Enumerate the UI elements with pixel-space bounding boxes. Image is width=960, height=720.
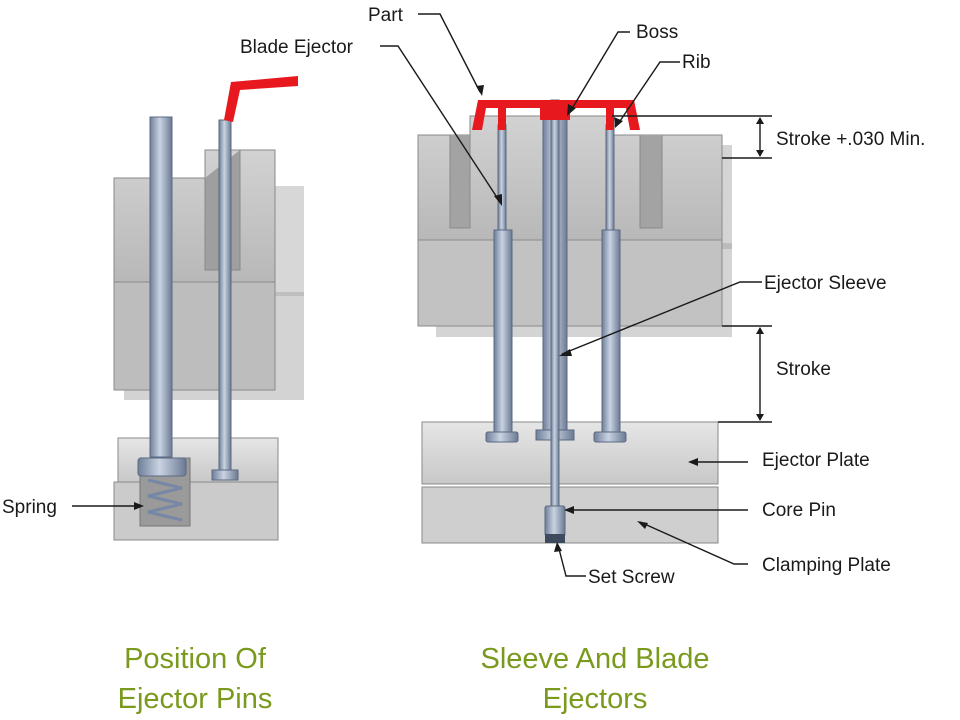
label-blade-ejector: Blade Ejector <box>240 37 354 58</box>
label-boss: Boss <box>636 22 678 43</box>
label-part: Part <box>368 5 404 26</box>
set-screw <box>545 534 565 543</box>
label-ejector-plate: Ejector Plate <box>762 450 870 471</box>
label-ejector-sleeve: Ejector Sleeve <box>764 273 887 294</box>
caption-right-line2: Ejectors <box>543 683 648 715</box>
blade-ejector-right <box>605 124 615 236</box>
right-part <box>472 100 640 130</box>
left-cavity-plate <box>113 149 276 283</box>
right-clamping-plate <box>421 486 719 544</box>
label-rib: Rib <box>682 52 711 73</box>
left-clamping-plate <box>113 481 279 541</box>
left-core-plate <box>113 281 276 391</box>
ejector-pin-left <box>149 116 173 458</box>
ejector-pin-thin <box>218 119 232 476</box>
dimensions <box>612 115 772 423</box>
label-stroke: Stroke <box>776 359 831 380</box>
right-assembly <box>417 99 732 544</box>
label-clamping-plate: Clamping Plate <box>762 555 891 576</box>
labels: Part Boss Rib Blade Ejector Stroke +.030… <box>2 5 925 588</box>
blade-ejector-left <box>497 124 507 236</box>
spring <box>147 478 183 522</box>
captions: Position Of Ejector Pins Sleeve And Blad… <box>118 643 710 715</box>
caption-right-line1: Sleeve And Blade <box>481 643 710 675</box>
core-pin <box>550 99 560 513</box>
label-core-pin: Core Pin <box>762 500 836 521</box>
right-core-plate <box>417 239 723 327</box>
left-assembly <box>113 76 304 541</box>
label-stroke-030: Stroke +.030 Min. <box>776 129 925 150</box>
leader-lines <box>72 13 762 577</box>
label-spring: Spring <box>2 497 57 518</box>
label-set-screw: Set Screw <box>588 567 675 588</box>
caption-left-line2: Ejector Pins <box>118 683 273 715</box>
left-part <box>224 76 298 122</box>
caption-left-line1: Position Of <box>124 643 267 675</box>
